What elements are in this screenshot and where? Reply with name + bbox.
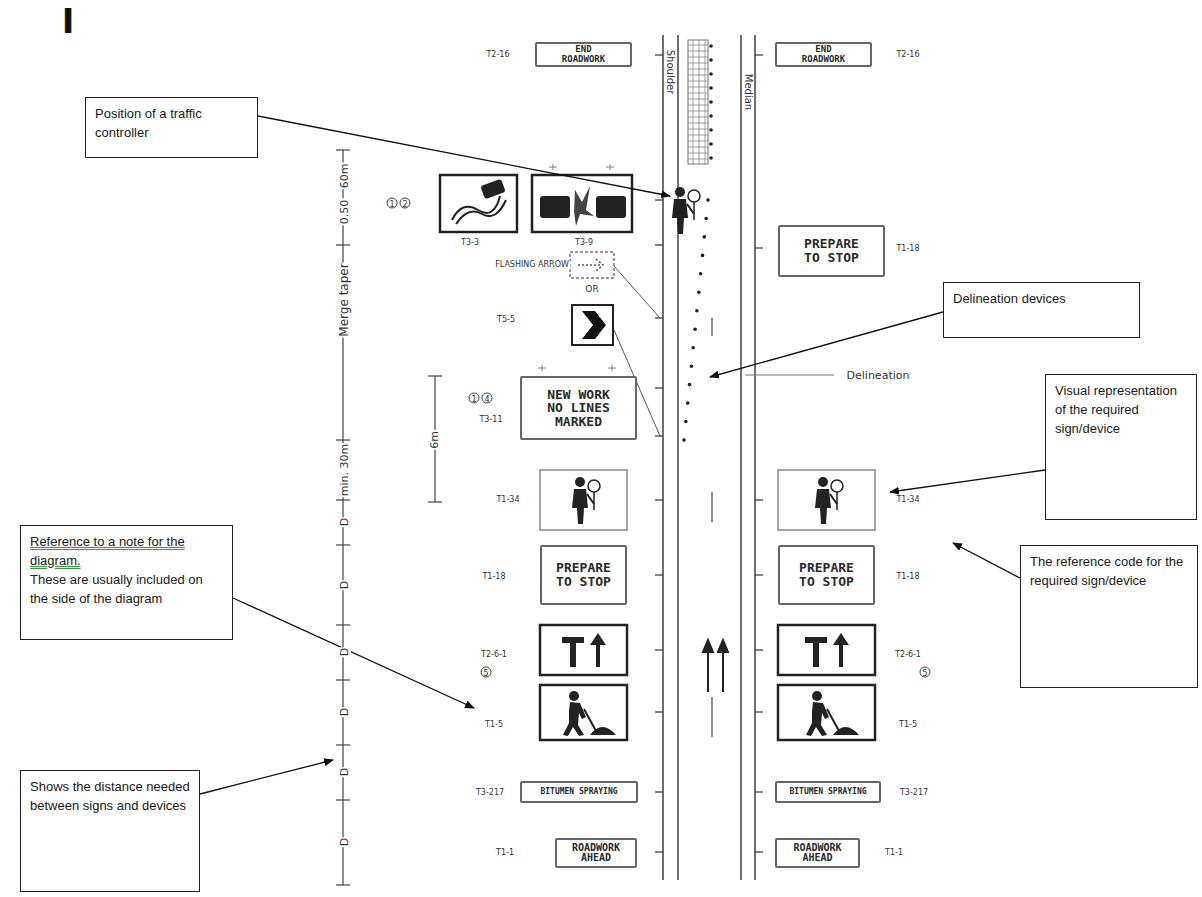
diagram-label: FLASHING ARROW — [494, 261, 570, 270]
figure-letter: I — [61, 3, 76, 40]
diagram-label: T1-18 — [895, 573, 920, 582]
traffic-direction-arrows — [703, 640, 728, 692]
sign-position-ticks — [655, 55, 763, 852]
sign-panel: PREPARE TO STOP — [540, 545, 627, 605]
callout-box: Delineation devices — [943, 282, 1140, 338]
arrow-board-leader — [614, 266, 660, 318]
sign-text: END ROADWORK — [798, 45, 850, 64]
diagram-label: Merge taper — [338, 262, 351, 337]
callout-text: Position of a traffic controller — [95, 105, 248, 143]
diagram-label: T1-34 — [895, 496, 920, 505]
callout-text: These are usually included on the side o… — [30, 571, 223, 609]
delineation-leader — [745, 375, 834, 376]
diagram-label: 6m — [429, 430, 441, 450]
diagram-label: T2-16 — [895, 51, 920, 60]
diagram-label: Shoulder — [665, 49, 676, 96]
diagram-label: Delineation — [846, 370, 911, 382]
note-number: 5 — [481, 667, 492, 678]
sign-text: END ROADWORK — [558, 45, 610, 64]
diagram-label: T3-217 — [899, 789, 929, 798]
callout-box: Shows the distance needed between signs … — [20, 770, 200, 892]
sign-panel: BITUMEN SPRAYING — [775, 781, 881, 803]
diagram-label: D — [339, 647, 351, 657]
sign-text: NEW WORK NO LINES MARKED — [543, 388, 615, 429]
flashing-arrow-board — [570, 252, 614, 278]
sign-panel: END ROADWORK — [775, 42, 872, 67]
diagram-label: OR — [584, 285, 599, 295]
callout-box: Position of a traffic controller — [85, 97, 258, 158]
sign-panel: ROADWORK AHEAD — [555, 838, 637, 868]
diagram-label: T2-6-1 — [894, 651, 922, 660]
callout-box: Reference to a note for the diagram.Thes… — [20, 525, 233, 640]
diagram-label: T1-5 — [484, 721, 504, 730]
symbol-signs-T2-6-1 — [540, 625, 875, 675]
diagram-label: T1-5 — [898, 721, 918, 730]
skid-sign-T3-3 — [440, 175, 517, 232]
diagram-label: D — [339, 517, 351, 527]
diagram-label: T3-9 — [574, 239, 594, 248]
callout-text: Shows the distance needed between signs … — [30, 778, 190, 816]
work-area — [688, 40, 708, 164]
sign-panel: ROADWORK AHEAD — [775, 838, 860, 868]
sign-text: BITUMEN SPRAYING — [524, 788, 634, 796]
callout-box: Visual representation of the required si… — [1045, 374, 1197, 520]
diagram-label: T1-18 — [895, 245, 920, 254]
sign-text: PREPARE TO STOP — [553, 561, 615, 588]
diagram-label: D — [339, 707, 351, 717]
callout-text: Reference to a note for the diagram. — [30, 533, 223, 571]
diagram-label: T1-1 — [884, 849, 904, 858]
diagram-label: 60m — [339, 163, 351, 190]
sign-text: PREPARE TO STOP — [796, 561, 858, 588]
callout-leaders — [200, 116, 1045, 794]
sign-text: ROADWORK AHEAD — [568, 843, 624, 864]
diagram-label: T2-6-1 — [480, 651, 508, 660]
diagram-label: T1-34 — [495, 496, 520, 505]
callout-text: Delineation devices — [953, 290, 1130, 309]
diagram-label: T3-217 — [475, 789, 505, 798]
worker-signs-T1-5 — [540, 685, 875, 740]
delineation-dots — [682, 44, 713, 442]
sign-panel: NEW WORK NO LINES MARKED — [520, 376, 637, 440]
note-number: 5 — [920, 667, 931, 678]
traffic-controller-signs-T1-34 — [540, 470, 875, 530]
note-number: 1 — [469, 393, 480, 404]
sign-text: ROADWORK AHEAD — [790, 843, 846, 864]
sign-panel: BITUMEN SPRAYING — [520, 781, 638, 803]
diagram-label: D — [339, 837, 351, 847]
callout-text: The reference code for the required sign… — [1030, 553, 1188, 591]
sign-panel: PREPARE TO STOP — [778, 545, 875, 605]
lane-dashes — [711, 318, 712, 737]
diagram-label: T3-3 — [460, 239, 480, 248]
six-metre-dimension — [428, 376, 442, 502]
sign-text: BITUMEN SPRAYING — [779, 788, 877, 796]
note-number: 4 — [482, 393, 493, 404]
callout-text: Visual representation of the required si… — [1055, 382, 1187, 439]
note-number: 2 — [400, 198, 411, 209]
crash-sign-T3-9 — [532, 175, 632, 232]
sign-panel: END ROADWORK — [535, 42, 632, 67]
diagram-label: T1-1 — [495, 849, 515, 858]
callout-box: The reference code for the required sign… — [1020, 545, 1198, 688]
diagram-label: D — [339, 767, 351, 777]
diagram-label: T3-11 — [478, 416, 503, 425]
note-number: 1 — [387, 198, 398, 209]
sign-panel: PREPARE TO STOP — [778, 225, 885, 277]
chevron-sign-T5-5 — [572, 305, 613, 345]
diagram-label: Median — [743, 73, 754, 111]
diagram-label: T5-5 — [496, 316, 516, 325]
diagram-label: T2-16 — [485, 51, 510, 60]
diagram-label: min. 30m — [339, 443, 351, 497]
diagram-label: T1-18 — [481, 573, 506, 582]
diagram-label: D — [339, 580, 351, 590]
sign-text: PREPARE TO STOP — [801, 237, 863, 264]
diagram-label: 0.50 — [339, 199, 351, 226]
traffic-controller-figure — [672, 187, 700, 234]
road-edges — [663, 35, 755, 880]
